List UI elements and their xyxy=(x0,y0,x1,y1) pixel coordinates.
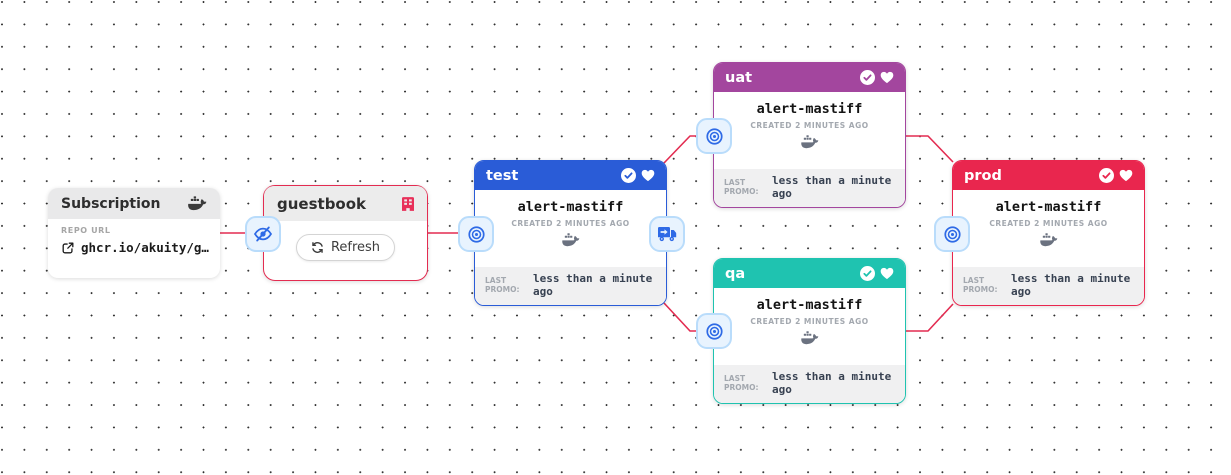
health-heart-icon xyxy=(880,71,894,84)
health-heart-icon xyxy=(1119,169,1133,182)
verified-check-icon xyxy=(860,266,875,281)
stage-footer: LAST PROMO: less than a minute ago xyxy=(475,266,666,305)
repo-url-link[interactable]: ghcr.io/akuity/g… xyxy=(61,240,209,255)
refresh-icon xyxy=(311,241,324,254)
freight-name: alert-mastiff xyxy=(756,101,863,117)
stage-footer: LAST PROMO: less than a minute ago xyxy=(953,266,1144,305)
health-heart-icon xyxy=(880,267,894,280)
warehouse-header: guestbook xyxy=(264,186,427,221)
stage-header: qa xyxy=(714,259,905,288)
last-promo-label: LAST PROMO: xyxy=(724,373,759,393)
external-link-icon xyxy=(61,241,75,255)
subscription-header: Subscription xyxy=(48,188,220,219)
last-promo-label: LAST PROMO: xyxy=(485,275,520,295)
docker-whale-icon xyxy=(1039,233,1058,247)
freight-created: CREATED 2 MINUTES AGO xyxy=(989,219,1108,228)
subscription-body: REPO URL ghcr.io/akuity/g… xyxy=(48,219,220,255)
freight-created: CREATED 2 MINUTES AGO xyxy=(750,317,869,326)
freight-name: alert-mastiff xyxy=(517,199,624,215)
docker-whale-icon xyxy=(561,233,580,247)
stage-body: alert-mastiff CREATED 2 MINUTES AGO xyxy=(714,92,905,169)
stage-card-prod[interactable]: prod alert-mastiff CREATED 2 MINUTES AGO xyxy=(952,160,1145,306)
stage-footer: LAST PROMO: less than a minute ago xyxy=(714,168,905,207)
verified-check-icon xyxy=(1099,168,1114,183)
target-icon[interactable] xyxy=(696,118,732,154)
target-icon[interactable] xyxy=(934,216,970,252)
warehouse-body: Refresh xyxy=(264,221,427,273)
warehouse-card-guestbook[interactable]: guestbook xyxy=(263,185,428,281)
freight-created: CREATED 2 MINUTES AGO xyxy=(750,121,869,130)
last-promo-label: LAST PROMO: xyxy=(963,275,998,295)
verified-check-icon xyxy=(621,168,636,183)
stage-header: uat xyxy=(714,63,905,92)
stage-name: uat xyxy=(725,69,753,86)
stage-card-uat[interactable]: uat alert-mastiff CREATED 2 MINUTES AGO xyxy=(713,62,906,208)
freight-created: CREATED 2 MINUTES AGO xyxy=(511,219,630,228)
freight-name: alert-mastiff xyxy=(756,297,863,313)
eye-slash-icon[interactable] xyxy=(245,216,281,252)
repo-url-text: ghcr.io/akuity/g… xyxy=(81,240,209,255)
refresh-button-label: Refresh xyxy=(330,239,381,255)
edge-qa-prod xyxy=(906,303,954,332)
docker-whale-icon xyxy=(800,331,819,345)
stage-name: prod xyxy=(964,167,1002,184)
last-promo-value: less than a minute ago xyxy=(772,369,892,397)
stage-name: qa xyxy=(725,265,746,282)
docker-whale-icon xyxy=(188,196,207,211)
subscription-card[interactable]: Subscription REPO URL xyxy=(48,188,220,278)
target-icon[interactable] xyxy=(458,216,494,252)
refresh-button[interactable]: Refresh xyxy=(295,233,396,261)
docker-whale-icon xyxy=(800,135,819,149)
health-heart-icon xyxy=(641,169,655,182)
stage-header: prod xyxy=(953,161,1144,190)
verified-check-icon xyxy=(860,70,875,85)
last-promo-value: less than a minute ago xyxy=(1011,271,1131,299)
building-icon xyxy=(402,196,414,211)
target-icon[interactable] xyxy=(696,313,732,349)
warehouse-title: guestbook xyxy=(277,194,367,213)
stage-card-test[interactable]: test alert-mastiff CREATED 2 MINUTES AGO xyxy=(474,160,667,306)
edge-uat-prod xyxy=(906,135,954,163)
truck-icon[interactable] xyxy=(649,216,685,252)
subscription-title: Subscription xyxy=(61,195,161,212)
last-promo-value: less than a minute ago xyxy=(772,173,892,201)
stage-card-qa[interactable]: qa alert-mastiff CREATED 2 MINUTES AGO xyxy=(713,258,906,404)
stage-body: alert-mastiff CREATED 2 MINUTES AGO xyxy=(714,288,905,365)
stage-footer: LAST PROMO: less than a minute ago xyxy=(714,364,905,403)
repo-url-label: REPO URL xyxy=(61,226,111,235)
freight-name: alert-mastiff xyxy=(995,199,1102,215)
last-promo-label: LAST PROMO: xyxy=(724,177,759,197)
stage-name: test xyxy=(486,167,519,184)
last-promo-value: less than a minute ago xyxy=(533,271,653,299)
stage-header: test xyxy=(475,161,666,190)
stage-body: alert-mastiff CREATED 2 MINUTES AGO xyxy=(475,190,666,267)
stage-body: alert-mastiff CREATED 2 MINUTES AGO xyxy=(953,190,1144,267)
